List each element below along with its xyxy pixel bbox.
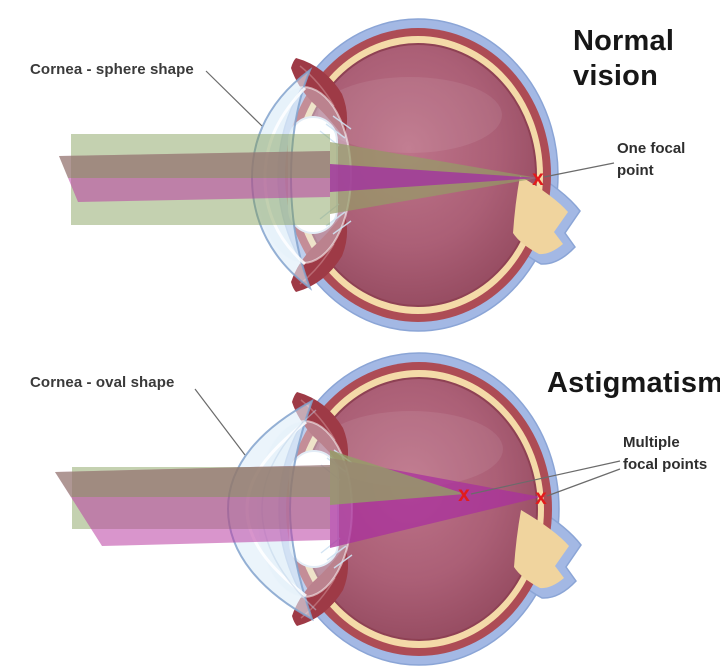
cornea-pointer-line-normal (205, 70, 263, 127)
beam-overlap (59, 151, 330, 178)
title-line: Astigmatism (547, 367, 720, 399)
panel-title-normal: Normal vision (573, 24, 674, 94)
focal-label-normal: One focal point (617, 138, 685, 182)
focal-point-mark: x (532, 167, 544, 190)
pointer-lines (194, 70, 621, 497)
astigmatism-eye: x x (55, 352, 582, 666)
beam-overlap (55, 465, 330, 497)
focal-label-astigmatism: Multiple focal points (623, 432, 707, 476)
title-line: Normal (573, 25, 675, 57)
focal-point-mark-1: x (458, 483, 470, 506)
focal-pointer-line-astigmatism-2 (546, 468, 621, 497)
focal-pointer-line-astigmatism-1 (470, 460, 621, 495)
cornea-label-astigmatism: Cornea - oval shape (30, 374, 175, 391)
panel-title-astigmatism: Astigmatism (547, 366, 720, 401)
cornea-label-normal: Cornea - sphere shape (30, 61, 194, 78)
focal-label-line: One focal (617, 140, 686, 157)
light-beams-normal (59, 134, 538, 225)
normal-vision-eye: x (59, 18, 581, 332)
focal-label-line: Multiple (623, 434, 680, 451)
magenta-converging-beam (330, 164, 538, 192)
focal-pointer-line-normal (543, 162, 615, 178)
title-line: vision (573, 60, 658, 92)
light-beams-astigmatism (55, 450, 541, 548)
cornea-pointer-line-astigmatism (194, 388, 246, 456)
focal-point-mark-2: x (535, 486, 547, 509)
focal-label-line: focal points (623, 456, 708, 473)
focal-label-line: point (617, 162, 654, 179)
magenta-beam (55, 465, 330, 546)
green-converging-beam (330, 450, 465, 505)
magenta-beam (59, 151, 330, 202)
